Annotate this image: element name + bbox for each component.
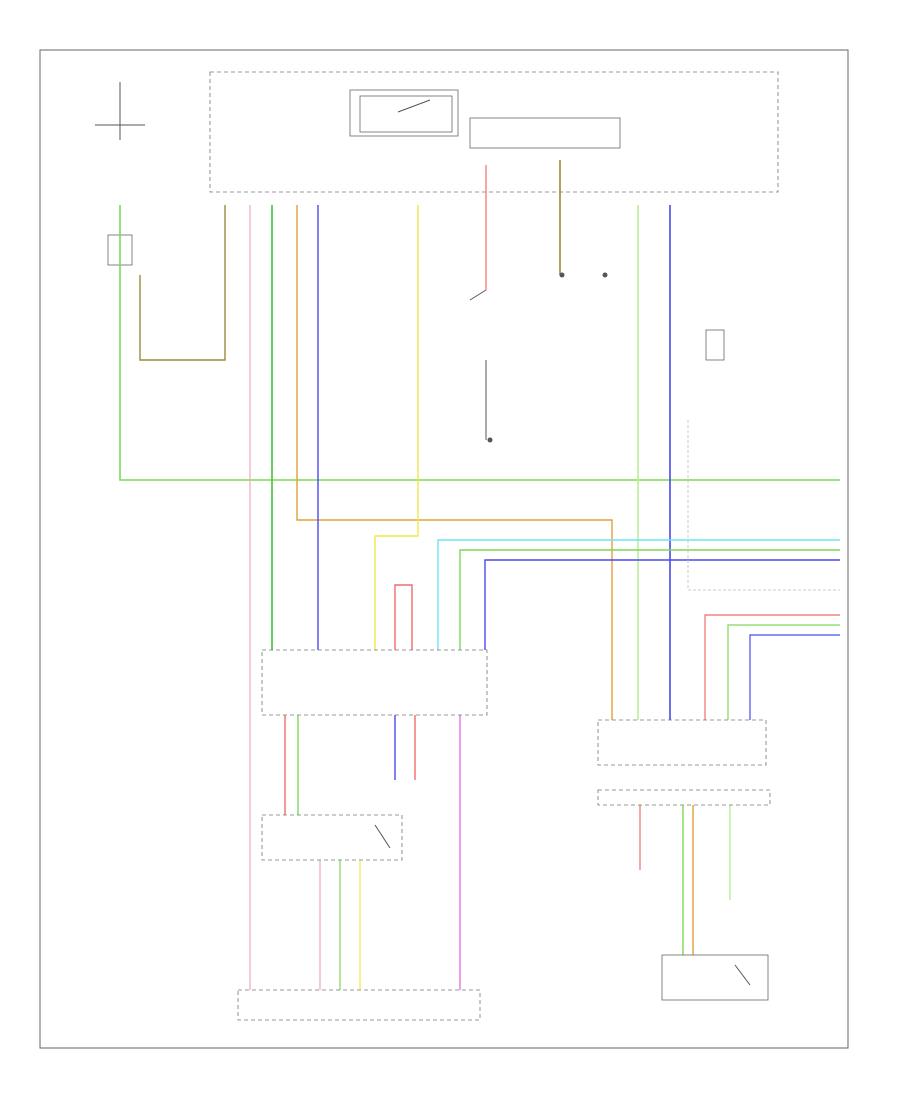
wire-green-long xyxy=(119,205,840,481)
right-door-lower xyxy=(597,789,771,806)
wire-blue-right xyxy=(749,634,840,720)
wire-yellow-1 xyxy=(374,205,419,650)
wire-green-bus xyxy=(459,549,840,650)
wire-olive-left xyxy=(139,205,226,361)
ground-point-3 xyxy=(487,437,493,443)
right-door-module xyxy=(597,719,767,766)
wire-red-loop xyxy=(394,584,413,650)
top-control-module xyxy=(209,71,779,193)
wire-gray-dash-right xyxy=(687,420,840,591)
wire-blue-bus xyxy=(484,559,840,650)
left-bottom-connector xyxy=(237,989,481,1021)
switch-box xyxy=(469,117,621,149)
left-door-module xyxy=(261,649,488,716)
left-door-switch xyxy=(261,814,403,861)
wire-green-right xyxy=(727,624,840,720)
wire-green-2 xyxy=(296,205,613,720)
relay-box xyxy=(349,89,459,137)
wire-lightblue-bus xyxy=(437,539,840,650)
ground-point-2 xyxy=(602,272,608,278)
wire-pink-right xyxy=(704,614,840,720)
ground-point-1 xyxy=(559,272,565,278)
right-switch-box xyxy=(661,954,769,1001)
motor-symbol xyxy=(705,329,725,361)
relay-inner xyxy=(359,95,453,133)
diagram-frame xyxy=(39,49,849,1049)
